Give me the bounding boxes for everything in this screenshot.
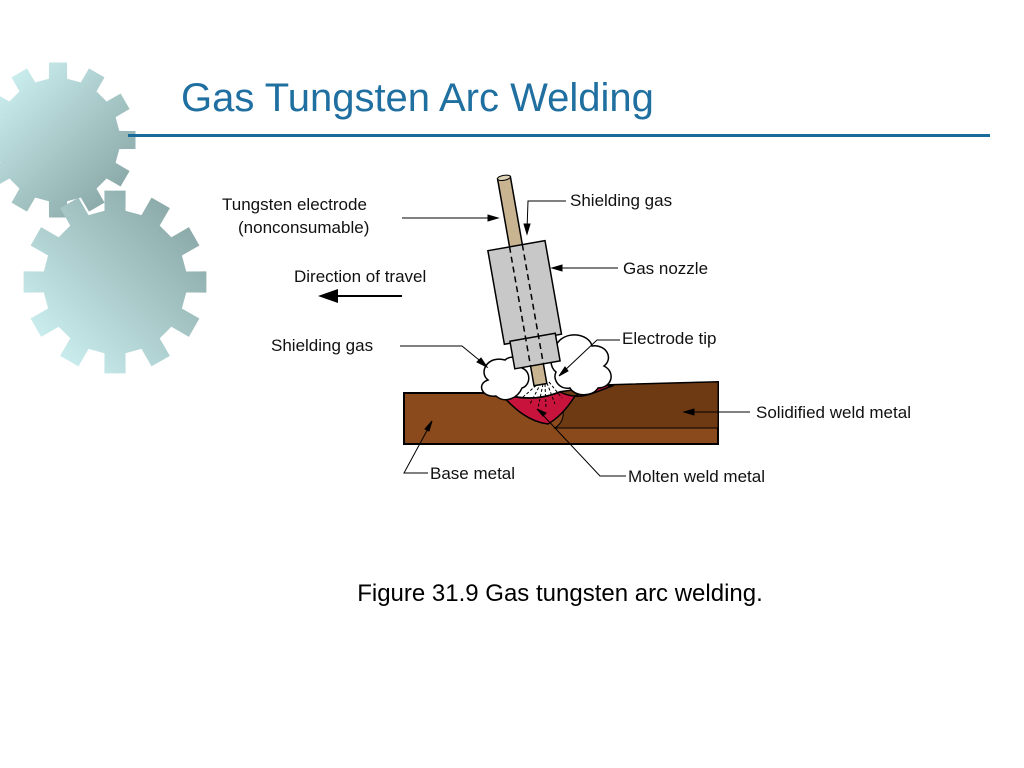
label-tungsten-electrode: Tungsten electrode: [222, 195, 367, 214]
title-divider: [128, 134, 990, 137]
label-shielding-gas-left: Shielding gas: [271, 336, 373, 355]
shielding-gas-cloud-right: [550, 334, 612, 396]
label-shielding-gas-top: Shielding gas: [570, 191, 672, 210]
gear-icon: [0, 62, 136, 218]
label-solidified-weld-metal: Solidified weld metal: [756, 403, 911, 422]
label-base-metal: Base metal: [430, 464, 515, 483]
gear-shape: [0, 62, 136, 218]
gear-shape: [23, 190, 207, 374]
slide-title: Gas Tungsten Arc Welding: [181, 76, 654, 120]
gas-nozzle-tip: [509, 332, 561, 370]
label-electrode-tip: Electrode tip: [622, 329, 717, 348]
gear-icon: [23, 190, 207, 374]
figure-caption: Figure 31.9 Gas tungsten arc welding.: [357, 580, 763, 607]
label-gas-nozzle: Gas nozzle: [623, 259, 708, 278]
label-molten-weld-metal: Molten weld metal: [628, 467, 765, 486]
electrode-top: [497, 174, 511, 182]
arc-sparks: [521, 381, 563, 409]
electrode-hidden-line-right: [521, 244, 545, 364]
electrode-hidden-line-left: [508, 246, 532, 367]
leader-lines: [400, 200, 750, 477]
direction-of-travel-arrow: [318, 289, 402, 303]
label-nonconsumable: (nonconsumable): [238, 218, 369, 237]
label-direction-of-travel: Direction of travel: [294, 267, 426, 286]
gears-decoration: [0, 62, 207, 374]
gtaw-diagram: Tungsten electrode (nonconsumable) Direc…: [222, 174, 911, 486]
